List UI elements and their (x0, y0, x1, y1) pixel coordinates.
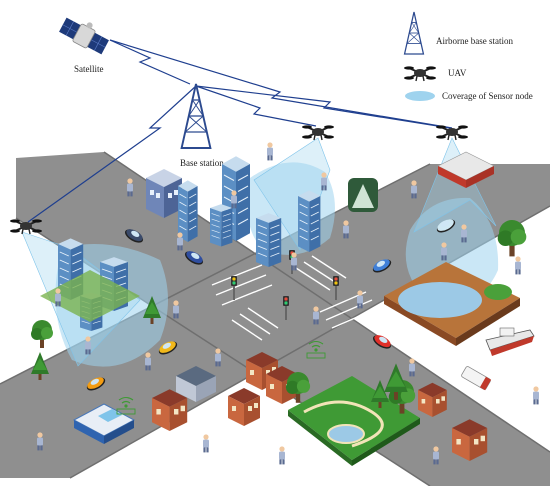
legend-uav-icon (403, 65, 437, 82)
link-base-uav-right (195, 85, 451, 129)
person-icon (533, 386, 539, 405)
satellite-icon (59, 17, 109, 55)
tree-icon (497, 220, 527, 257)
gas-station-icon (437, 151, 495, 188)
link-satellite-base (109, 39, 191, 85)
traffic-light-icon (333, 276, 339, 300)
legend-airborne-label: Airborne base station (436, 36, 513, 46)
legend-uav-label: UAV (448, 68, 467, 78)
person-icon (279, 446, 285, 465)
cliff-scene-icon (348, 178, 378, 212)
satellite-label: Satellite (74, 64, 104, 74)
legend-coverage-swatch (405, 91, 435, 101)
ship-icon (485, 327, 535, 356)
base-station-tower-icon (180, 83, 212, 149)
legend-coverage-label: Coverage of Sensor node (442, 91, 533, 101)
truck-icon (461, 366, 492, 391)
beam-center (253, 137, 331, 251)
pool-building-icon (72, 403, 136, 444)
link-base-uav-center (195, 85, 317, 127)
communication-links (27, 39, 453, 223)
traffic-light-icon (283, 296, 289, 320)
city-block-left-icon (40, 237, 140, 332)
traffic-lights (231, 250, 339, 320)
park-icon (288, 376, 420, 466)
person-icon (203, 434, 209, 453)
vehicles (84, 216, 492, 394)
person-icon (515, 256, 521, 275)
link-satellite-uav (109, 39, 453, 129)
base-station-label: Base station (180, 158, 224, 168)
legend: Airborne base station UAV Coverage of Se… (403, 11, 533, 101)
legend-tower-icon (403, 11, 425, 55)
building-small-icon (146, 169, 182, 218)
lake-park-icon (384, 262, 520, 346)
tree-icon (31, 320, 53, 348)
traffic-light-icon (231, 276, 237, 300)
beam-right (413, 137, 497, 233)
link-base-uav-left (27, 85, 197, 223)
shop-icon (176, 366, 216, 402)
person-icon (267, 142, 273, 161)
